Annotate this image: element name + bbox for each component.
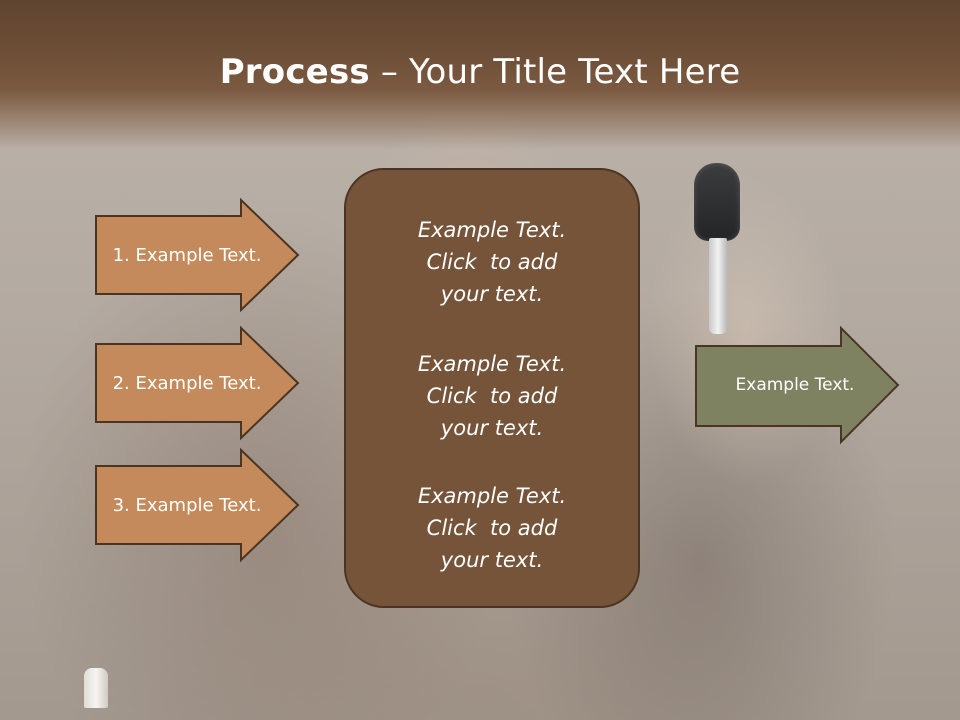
step-arrow-2[interactable]: 2. Example Text. [95, 325, 300, 441]
center-block-line: your text. [440, 548, 544, 572]
center-block-line: Example Text. [417, 484, 567, 508]
title-bar [0, 0, 960, 150]
knob-decoration [84, 668, 108, 708]
center-block-line: your text. [440, 416, 544, 440]
center-block-line: Example Text. [417, 218, 567, 242]
center-block-3: Example Text. Click to add your text. [346, 480, 638, 576]
car-key-icon [694, 163, 740, 241]
center-block-line: Click to add [426, 516, 558, 540]
result-arrow[interactable]: Example Text. [695, 325, 900, 445]
step-arrow-1[interactable]: 1. Example Text. [95, 197, 300, 313]
step-label-2: 2. Example Text. [112, 372, 262, 394]
key-blade-icon [709, 238, 727, 334]
slide-title[interactable]: Process – Your Title Text Here [0, 52, 960, 92]
arrow-right-shape [95, 447, 300, 563]
arrow-right-shape [695, 325, 900, 445]
arrow-right-shape [95, 197, 300, 313]
step-label-1: 1. Example Text. [112, 244, 262, 266]
center-block-1: Example Text. Click to add your text. [346, 214, 638, 310]
center-block-line: Click to add [426, 250, 558, 274]
center-block-2: Example Text. Click to add your text. [346, 348, 638, 444]
step-label-3: 3. Example Text. [112, 494, 262, 516]
title-bold-text: Process [219, 52, 370, 92]
arrow-right-shape [95, 325, 300, 441]
center-text-box[interactable]: Example Text. Click to add your text. Ex… [344, 168, 640, 608]
center-block-line: your text. [440, 282, 544, 306]
center-block-line: Click to add [426, 384, 558, 408]
result-label: Example Text. [735, 375, 855, 395]
step-arrow-3[interactable]: 3. Example Text. [95, 447, 300, 563]
center-block-line: Example Text. [417, 352, 567, 376]
title-rest-text: – Your Title Text Here [369, 52, 741, 92]
